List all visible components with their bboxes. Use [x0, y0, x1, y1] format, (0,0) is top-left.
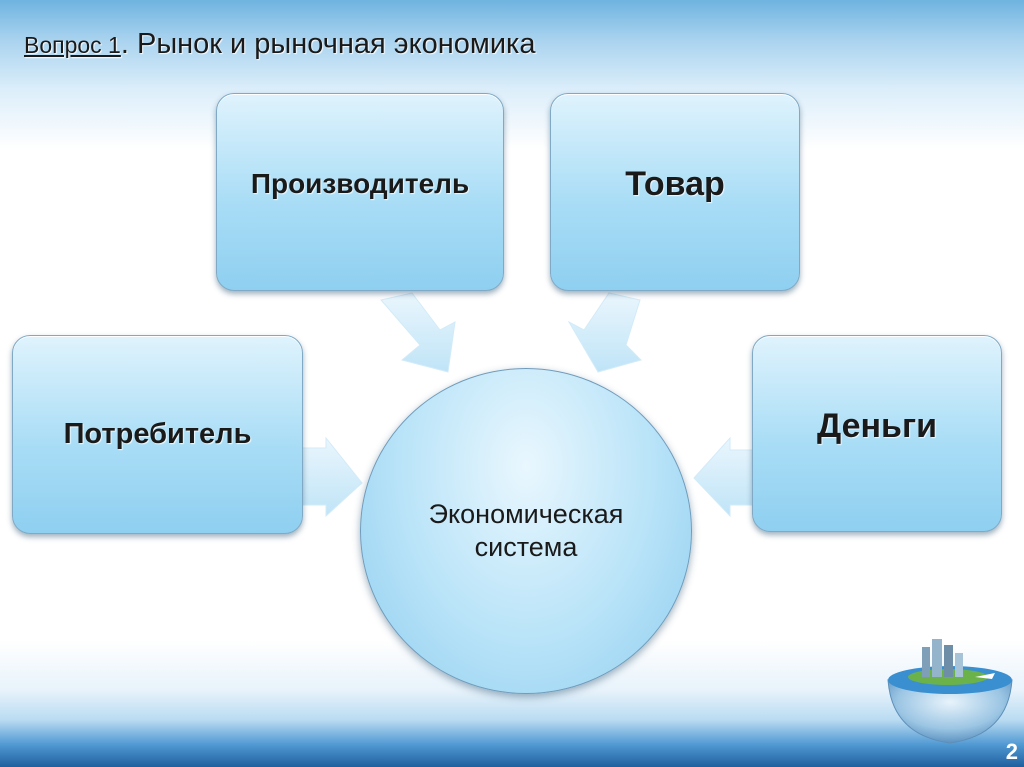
node-goods-label: Товар [625, 164, 725, 203]
node-money: Деньги [752, 335, 1002, 532]
node-consumer-label: Потребитель [63, 418, 252, 450]
arrow-goods-to-center [567, 292, 642, 373]
node-money-label: Деньги [816, 407, 938, 445]
globe-city-logo [887, 639, 1013, 744]
title-text: . Рынок и рыночная экономика [120, 28, 536, 60]
title-question-label: Вопрос 1 [24, 32, 121, 58]
node-producer-label: Производитель [250, 168, 470, 199]
arrow-consumer-to-center [301, 436, 363, 518]
center-economic-system: Экономическая система [360, 368, 692, 694]
arrow-producer-to-center [380, 292, 456, 373]
slide-title: Вопрос 1. Рынок и рыночная экономика [24, 28, 535, 61]
node-consumer: Потребитель [12, 335, 303, 534]
arrow-money-to-center [693, 436, 753, 518]
node-goods: Товар [550, 93, 800, 291]
node-producer: Производитель [216, 93, 504, 291]
center-label-line1: Экономическая [428, 499, 624, 529]
center-label-line2: система [474, 532, 578, 562]
page-number: 2 [1005, 739, 1018, 764]
